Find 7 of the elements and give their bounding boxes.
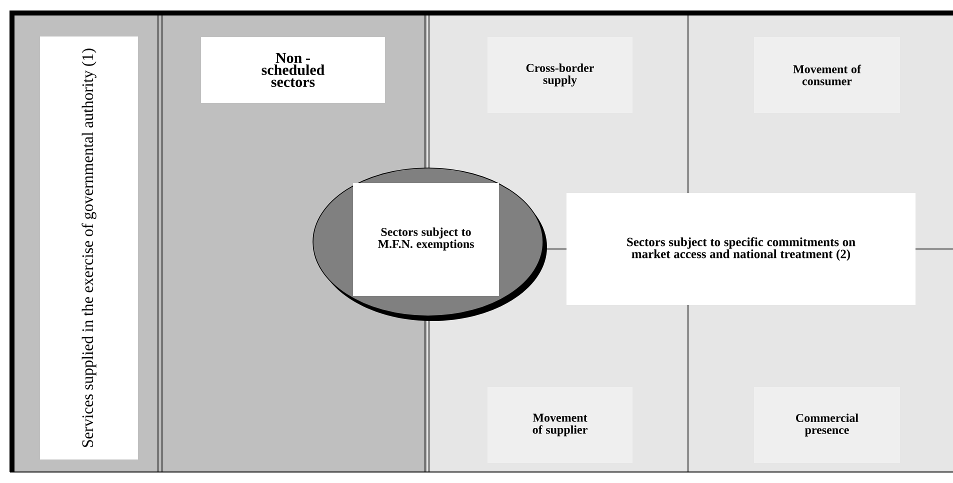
mode-box: Commercial presence [754,387,900,463]
label-box: Services supplied in the exercise of governmental authority (1) [40,36,138,460]
label-box: Non - scheduled sectors [201,37,385,103]
mode-box: Movement of supplier [488,387,632,463]
label-box: Sectors subject to specific commitments on market access and national treatment (2) [566,193,916,305]
mode-box: Movement of consumer [754,37,900,113]
mode-box: Cross-border supply [488,37,632,113]
